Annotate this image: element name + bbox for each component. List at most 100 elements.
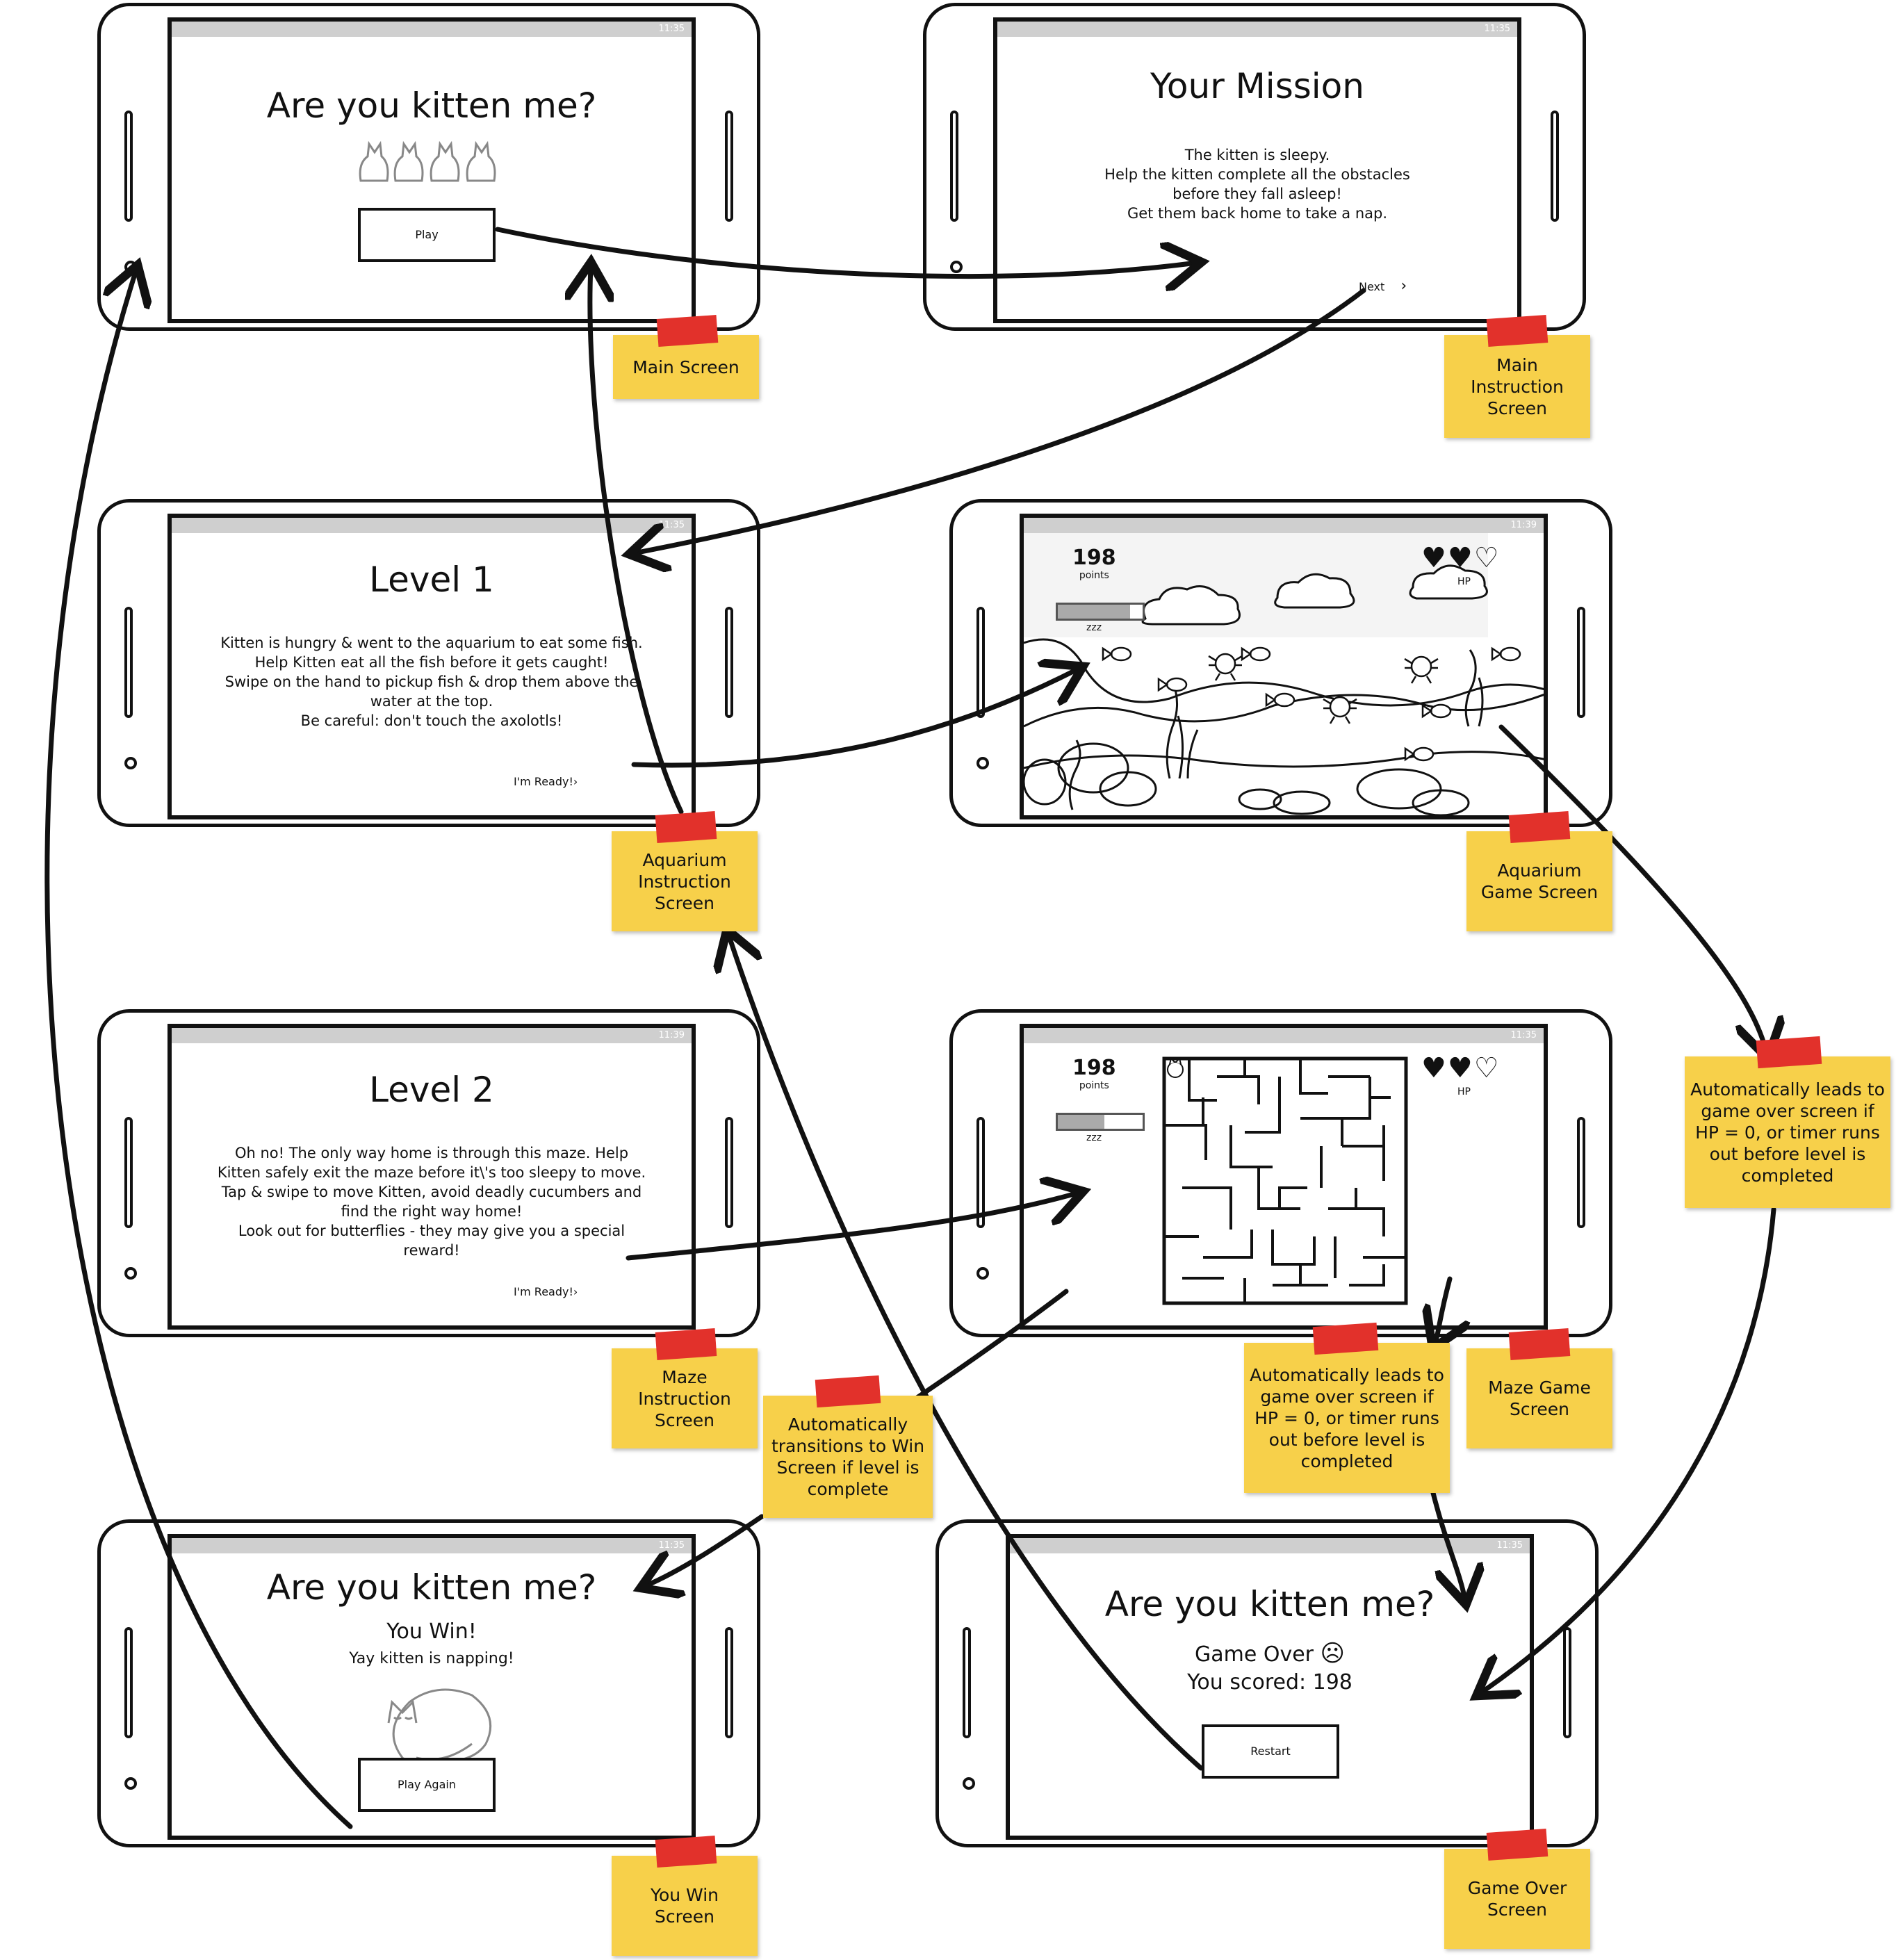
- win-heading: You Win!: [386, 1619, 477, 1644]
- phone-win-screen: 11:35 Are you kitten me? You Win! Yay ki…: [97, 1519, 760, 1847]
- note-tape: [1486, 1829, 1548, 1861]
- rock-shape: [1024, 758, 1067, 806]
- fish-icon: [1421, 703, 1452, 719]
- cloud-shape: [1141, 585, 1241, 626]
- rock-shape: [1273, 790, 1331, 815]
- note-tape: [1508, 1328, 1571, 1360]
- note-line: Game Over: [1467, 1878, 1567, 1898]
- note-tape: [1486, 315, 1548, 347]
- restart-button[interactable]: Restart: [1202, 1724, 1339, 1779]
- phone-side-slot-left: [950, 111, 958, 222]
- fish-icon: [1102, 646, 1132, 662]
- phone-mission-screen: 11:35 Your Mission The kitten is sleepy.…: [923, 3, 1586, 331]
- phone-side-slot-left: [976, 607, 985, 718]
- status-bar: 11:35: [172, 518, 692, 533]
- note-tape: [1756, 1036, 1822, 1069]
- hp-hearts: ♥♥♡: [1421, 544, 1501, 572]
- phone-side-slot-right: [725, 1627, 733, 1738]
- points-label: points: [1079, 1080, 1109, 1091]
- phone-side-slot-left: [124, 1117, 133, 1228]
- level2-line: reward!: [403, 1242, 460, 1259]
- gameover-heading-row: Game Over ☹: [1010, 1641, 1530, 1667]
- status-bar: 11:39: [172, 1028, 692, 1043]
- rock-shape: [1238, 788, 1282, 810]
- main-title: Are you kitten me?: [266, 85, 597, 126]
- level2-line: Oh no! The only way home is through this…: [234, 1145, 629, 1161]
- phone-side-slot-left: [976, 1117, 985, 1228]
- hp-hearts: ♥♥♡: [1421, 1054, 1501, 1082]
- points-label: points: [1079, 570, 1109, 581]
- sleep-timer-label: zzz: [1086, 622, 1102, 633]
- status-time: 11:35: [658, 24, 685, 34]
- win-title: Are you kitten me?: [266, 1567, 597, 1608]
- phone-main-screen: 11:35 Are you kitten me? Play: [97, 3, 760, 331]
- note-line: You Win: [651, 1885, 719, 1905]
- rock-shape: [1099, 771, 1157, 807]
- maze-game-display: 11:35 198 points zzz ♥♥♡ HP: [1020, 1024, 1548, 1330]
- next-label: Next: [1359, 280, 1385, 293]
- level1-title: Level 1: [369, 560, 494, 600]
- note-tape: [1508, 811, 1571, 843]
- phone-side-slot-left: [124, 607, 133, 718]
- status-time: 11:35: [1484, 24, 1510, 34]
- fish-icon: [1157, 677, 1188, 692]
- note-line: out before level is: [1709, 1143, 1866, 1164]
- phone-side-slot-right: [1577, 607, 1585, 718]
- mission-line: before they fall asleep!: [1172, 186, 1342, 202]
- note-line: completed: [1300, 1451, 1394, 1471]
- heart-full-icon: ♥: [1447, 542, 1473, 574]
- note-line: Instruction: [638, 1388, 731, 1409]
- level2-text: Oh no! The only way home is through this…: [172, 1143, 692, 1260]
- note-line: Maze: [662, 1366, 708, 1387]
- gameover-screen-display: 11:35 Are you kitten me? Game Over ☹ You…: [1006, 1534, 1534, 1840]
- phone-home-dot: [950, 261, 963, 273]
- note-line: game over screen if: [1701, 1100, 1874, 1121]
- level2-line: Look out for butterflies - they may give…: [238, 1223, 626, 1239]
- status-bar: 11:35: [997, 22, 1517, 37]
- note-line: Aquarium: [642, 849, 727, 870]
- play-again-button[interactable]: Play Again: [358, 1758, 496, 1812]
- hp-label: HP: [1457, 576, 1471, 587]
- note-tape: [656, 315, 719, 347]
- ready-button[interactable]: I'm Ready!›: [514, 1285, 578, 1298]
- level1-line: water at the top.: [370, 693, 493, 710]
- phone-side-slot-right: [1563, 1627, 1571, 1738]
- note-line: out before level is: [1268, 1429, 1425, 1450]
- note-line: Main Screen: [632, 357, 739, 377]
- chevron-right-icon: ›: [1400, 277, 1407, 295]
- mission-line: Help the kitten complete all the obstacl…: [1104, 166, 1410, 183]
- status-time: 11:39: [1510, 520, 1537, 530]
- ready-button[interactable]: I'm Ready!›: [514, 775, 578, 788]
- level1-line: Kitten is hungry & went to the aquarium …: [220, 635, 643, 651]
- level2-title: Level 2: [369, 1070, 494, 1110]
- seaweed-shape: [1166, 680, 1199, 779]
- status-bar: 11:35: [172, 1538, 692, 1553]
- win-screen-display: 11:35 Are you kitten me? You Win! Yay ki…: [167, 1534, 696, 1840]
- level1-line: Be careful: don't touch the axolotls!: [300, 712, 563, 729]
- note-line: Screen: [1487, 1900, 1547, 1920]
- ready-label: I'm Ready!: [514, 775, 573, 788]
- phone-side-slot-right: [725, 111, 733, 222]
- sad-face-icon: ☹: [1320, 1640, 1345, 1667]
- status-time: 11:35: [658, 520, 685, 530]
- phone-side-slot-right: [1577, 1117, 1585, 1228]
- axolotl-icon: [1404, 655, 1439, 684]
- level1-line: Help Kitten eat all the fish before it g…: [254, 654, 609, 671]
- next-button[interactable]: Next ›: [1359, 277, 1407, 295]
- note-line: Instruction: [638, 871, 731, 892]
- cloud-shape: [1409, 564, 1488, 600]
- sleep-timer-bar: [1056, 603, 1145, 621]
- phone-home-dot: [963, 1777, 975, 1790]
- sand-dune: [1024, 693, 1544, 728]
- win-subtitle: Yay kitten is napping!: [349, 1650, 514, 1667]
- play-button[interactable]: Play: [358, 208, 496, 262]
- sand-dune: [1024, 751, 1544, 769]
- note-line: Game Screen: [1480, 882, 1599, 902]
- note-line: HP = 0, or timer runs: [1255, 1407, 1439, 1428]
- heart-full-icon: ♥: [1447, 1052, 1473, 1084]
- fish-icon: [1491, 646, 1521, 662]
- phone-side-slot-right: [1551, 111, 1559, 222]
